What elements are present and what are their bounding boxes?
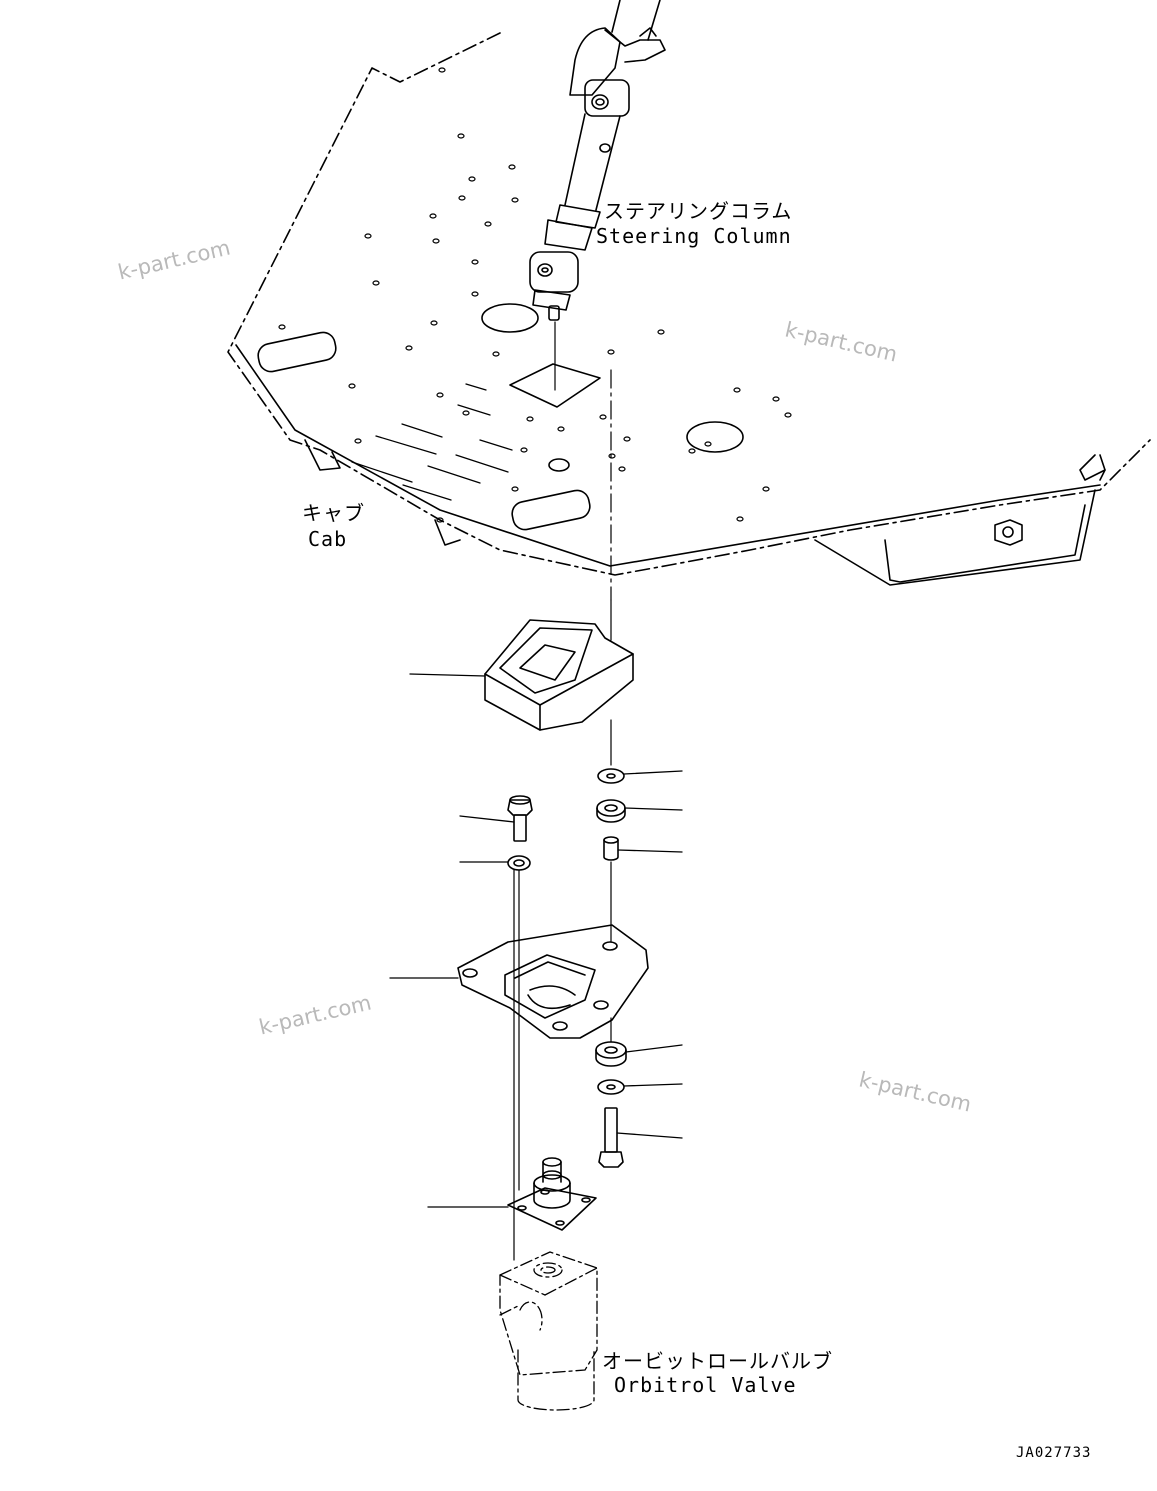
steering-column-label-jp: ステアリングコラム (604, 199, 793, 223)
mount-plate (457, 924, 649, 1039)
cab-floor-plate (227, 32, 1151, 586)
orbitrol-valve (499, 1251, 598, 1411)
steering-column-label-en: Steering Column (596, 224, 792, 248)
adapter-flange (507, 1157, 597, 1231)
cab-label-jp: キャブ (302, 501, 365, 525)
boot-cover (484, 619, 634, 731)
orbitrol-valve-label-en: Orbitrol Valve (614, 1373, 797, 1397)
floor-slots (351, 383, 513, 501)
drawing-code: JA027733 (1016, 1445, 1092, 1461)
leader-lines (389, 673, 683, 1208)
floor-holes (278, 67, 792, 523)
assembly-center-lines (513, 321, 612, 1261)
cab-label-en: Cab (308, 527, 348, 551)
orbitrol-valve-label-jp: オービットロールバルブ (602, 1349, 833, 1373)
lower-fasteners (595, 1041, 627, 1168)
fastener-stack (507, 768, 626, 871)
steering-column (529, 0, 666, 321)
